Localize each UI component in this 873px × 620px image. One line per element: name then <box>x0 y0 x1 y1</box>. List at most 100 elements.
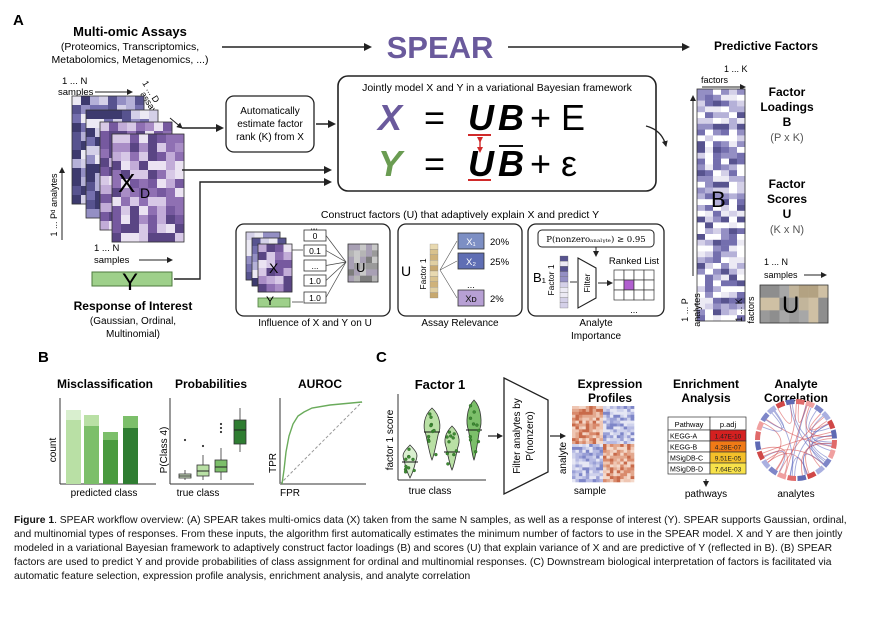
loading-matrix-cell <box>721 118 730 125</box>
score-matrix-cell <box>808 285 819 298</box>
assays-title: Multi-omic Assays <box>73 24 187 39</box>
assay-chip-label: X₁ <box>466 237 476 248</box>
sub1-u-cell <box>366 269 373 276</box>
loading-matrix-cell <box>697 141 706 148</box>
miscls-ylabel: count <box>48 438 59 463</box>
sub1-u-cell <box>360 250 367 257</box>
scores-title-1: Factor <box>769 177 806 191</box>
score-matrix-cell-border <box>759 284 829 324</box>
assay-matrix-4-cell <box>112 161 122 171</box>
heatmap-cell <box>606 406 611 410</box>
heatmap-cell <box>609 452 614 456</box>
assay-matrix-4-cell <box>139 134 149 144</box>
heatmap-cell <box>572 408 576 413</box>
assay-matrix-1-cell <box>135 96 145 106</box>
assay-matrix-4-cell <box>121 170 131 180</box>
heatmap-cell <box>592 429 597 433</box>
assay-matrix-4-cell <box>157 197 167 207</box>
heatmap-cell <box>575 467 580 471</box>
violin-point <box>477 428 481 433</box>
enrich-padj: 1.47E-10 <box>715 434 742 441</box>
loading-matrix-cell <box>729 274 738 281</box>
sub1-matrix-3-cell <box>275 260 284 269</box>
heatmap-cell <box>623 449 628 454</box>
heatmap-cell <box>589 406 593 410</box>
assay-matrix-4-cell <box>166 215 176 225</box>
heatmap-cell <box>575 464 580 468</box>
heatmap-cell <box>572 467 576 471</box>
heatmap-cell <box>572 473 576 477</box>
loading-matrix-cell <box>713 164 722 171</box>
heatmap-cell <box>603 464 607 468</box>
assay-matrix-4-cell <box>121 197 131 207</box>
construct-title: Construct factors (U) that adaptively ex… <box>321 209 599 221</box>
assay-matrix-2-cell <box>104 110 114 120</box>
loading-matrix-cell <box>721 147 730 154</box>
score-matrix-cell <box>798 285 809 298</box>
chord-arc-segment <box>767 405 777 415</box>
heatmap-cell <box>623 426 628 430</box>
loading-matrix-cell <box>697 280 706 287</box>
heatmap-cell <box>606 467 611 471</box>
assay-matrix-4-cell <box>175 188 185 198</box>
loading-matrix-cell <box>729 89 738 96</box>
heatmap-cell <box>609 429 614 433</box>
sub1-matrix-3-cell <box>266 276 276 285</box>
violin-point <box>452 432 456 436</box>
heatmap-cell <box>572 420 576 424</box>
weight-value: 0 <box>313 231 318 241</box>
loadings-matrix <box>696 88 746 322</box>
heatmap-cell <box>599 446 604 451</box>
heatmap-cell <box>620 470 624 474</box>
c-factor-ylabel: factor 1 score <box>385 409 396 470</box>
heatmap-cell <box>630 417 635 421</box>
sub2-factor-label: Factor 1 <box>418 258 428 289</box>
heatmap-cell <box>599 452 604 456</box>
sub1-matrix-2-cell <box>252 254 261 263</box>
heatmap-cell <box>609 455 614 459</box>
heatmap-cell <box>596 452 600 456</box>
assay-matrix-4-cell <box>121 233 131 243</box>
miscls-bars <box>66 410 138 484</box>
weight-value: 0.1 <box>309 246 321 256</box>
chord-link <box>809 420 827 468</box>
heatmap-cell <box>582 435 587 439</box>
heatmap-cell <box>575 479 580 483</box>
heatmap-cell <box>589 461 593 465</box>
assay-matrix-4-cell <box>112 152 122 162</box>
heatmap-cell <box>603 411 607 416</box>
score-matrix-cell <box>779 310 790 324</box>
violin-point <box>447 440 451 444</box>
sub3-b-label: B₁ <box>533 270 547 285</box>
loading-matrix-cell <box>729 112 738 119</box>
eq2-b: B <box>498 143 524 184</box>
loading-matrix-cell <box>697 164 706 171</box>
heatmap-cell <box>603 449 607 454</box>
ranked-cell <box>623 289 635 301</box>
b-matrix-label: B <box>711 187 726 212</box>
assay-matrix-4-cell <box>121 179 131 189</box>
heatmap-cell <box>616 458 621 462</box>
loading-matrix-cell <box>697 292 706 299</box>
heatmap-cell <box>630 470 635 474</box>
loading-matrix-cell <box>737 257 746 264</box>
loading-matrix-cell <box>737 135 746 142</box>
violin-point <box>412 468 416 473</box>
sub1-matrix-3-cell <box>258 252 267 261</box>
loading-matrix-cell <box>697 216 706 223</box>
loadings-title-3: B <box>783 115 792 129</box>
loading-matrix-cell <box>737 141 746 148</box>
loading-matrix-cell <box>729 263 738 270</box>
loading-matrix-cell <box>737 228 746 235</box>
score-matrix-cell <box>808 310 819 324</box>
violin-point <box>428 412 432 416</box>
heatmap-cell <box>613 461 618 465</box>
loading-matrix-cell <box>697 205 706 212</box>
loading-matrix-cell <box>697 135 706 142</box>
loading-matrix-cell <box>705 239 714 246</box>
heatmap-cell <box>627 452 631 456</box>
heatmap-cell <box>592 470 597 474</box>
assay-matrix-4-cell <box>139 143 149 153</box>
loading-matrix-cell <box>705 263 714 270</box>
loading-matrix-cell <box>713 297 722 304</box>
